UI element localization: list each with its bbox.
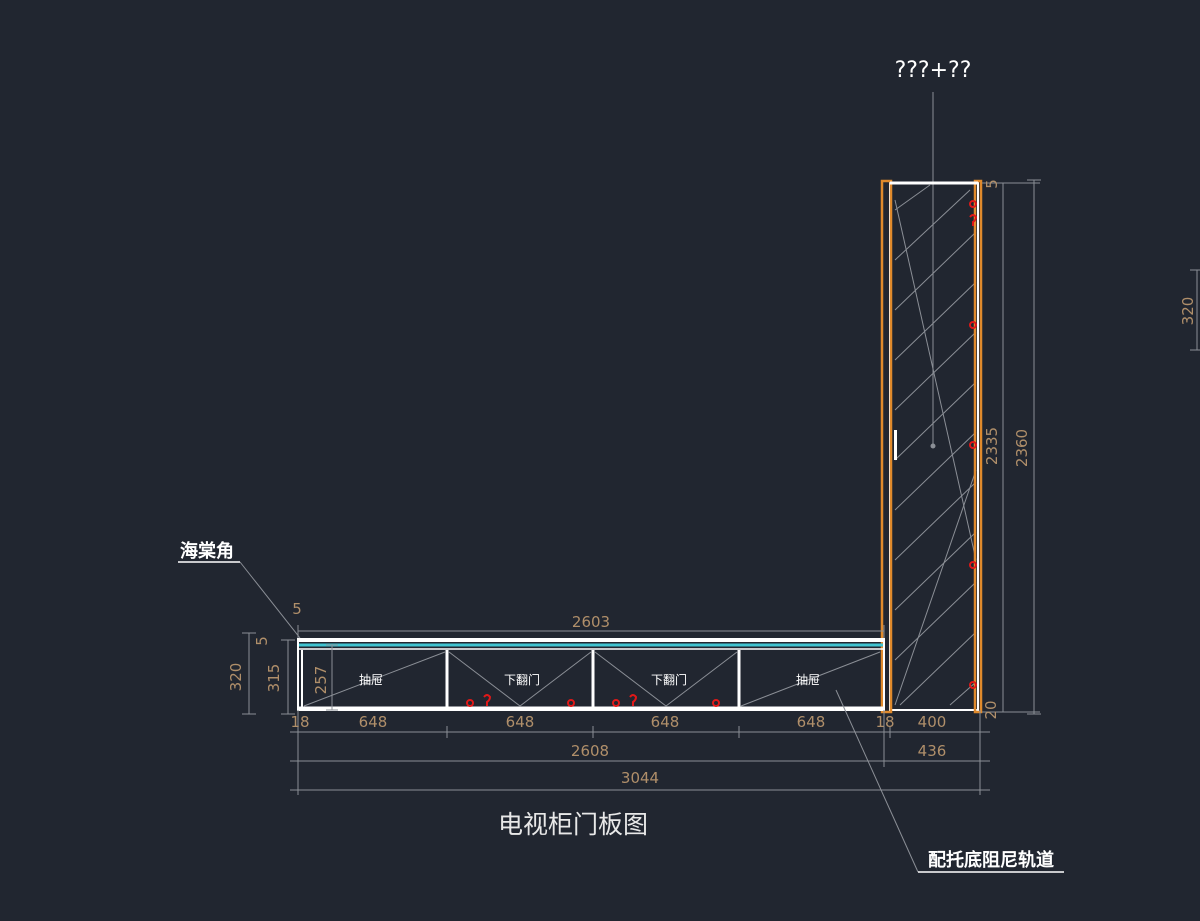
compartment-label-2: 下翻门 <box>504 672 540 687</box>
dim-left-small: 5 <box>253 636 271 646</box>
dim-edge-value: 320 <box>1179 297 1197 326</box>
dimension-lines <box>242 179 1200 795</box>
dim-tall-outer: 436 <box>918 742 947 760</box>
dim-compartment-4: 648 <box>797 713 826 731</box>
dim-compartment-2: 648 <box>506 713 535 731</box>
dim-bottom-right: 20 <box>982 700 1000 719</box>
low-cabinet-outline <box>297 638 885 711</box>
tall-cabinet-hatch <box>894 184 977 706</box>
opening-lines <box>303 651 881 707</box>
dimension-labels: 5 2603 5 320 315 257 18 648 648 648 648 … <box>227 179 1197 787</box>
dim-left-mid: 315 <box>265 664 283 693</box>
dim-top-offset: 5 <box>292 600 302 618</box>
drawer-hardware <box>466 694 720 707</box>
compartment-label-4: 抽屉 <box>796 673 820 687</box>
dim-bottom-span: 2608 <box>571 742 609 760</box>
dim-tall-height: 2360 <box>1013 429 1031 467</box>
top-label: ???+?? <box>895 58 972 83</box>
dim-left-inner: 257 <box>312 666 330 695</box>
dim-tall-inner-height: 2335 <box>983 427 1001 465</box>
top-label-leader-dot <box>930 443 936 449</box>
dim-compartment-3: 648 <box>651 713 680 731</box>
dim-left-total: 320 <box>227 663 245 692</box>
dim-left-panel: 18 <box>290 713 309 731</box>
drawing-title: 电视柜门板图 <box>498 810 648 839</box>
tall-cabinet-left-edge <box>880 179 893 714</box>
corner-label-leader <box>239 561 301 639</box>
tall-cabinet: ???+?? <box>880 58 983 714</box>
low-cabinet: 抽屉 下翻门 下翻门 抽屉 <box>178 561 1064 873</box>
compartment-label-3: 下翻门 <box>651 672 687 687</box>
rail-note-leader <box>835 689 919 873</box>
door-handle <box>894 430 897 460</box>
dim-tall-top: 5 <box>983 179 1001 189</box>
dim-overall: 3044 <box>621 769 659 787</box>
dim-top-span: 2603 <box>572 613 610 631</box>
dim-tall-width: 400 <box>918 713 947 731</box>
dim-compartment-1: 648 <box>359 713 388 731</box>
compartment-label-1: 抽屉 <box>359 673 383 687</box>
dim-right-panel: 18 <box>875 713 894 731</box>
hinge-markers <box>969 200 978 689</box>
corner-label: 海棠角 <box>180 540 234 562</box>
rail-note: 配托底阻尼轨道 <box>928 849 1054 871</box>
